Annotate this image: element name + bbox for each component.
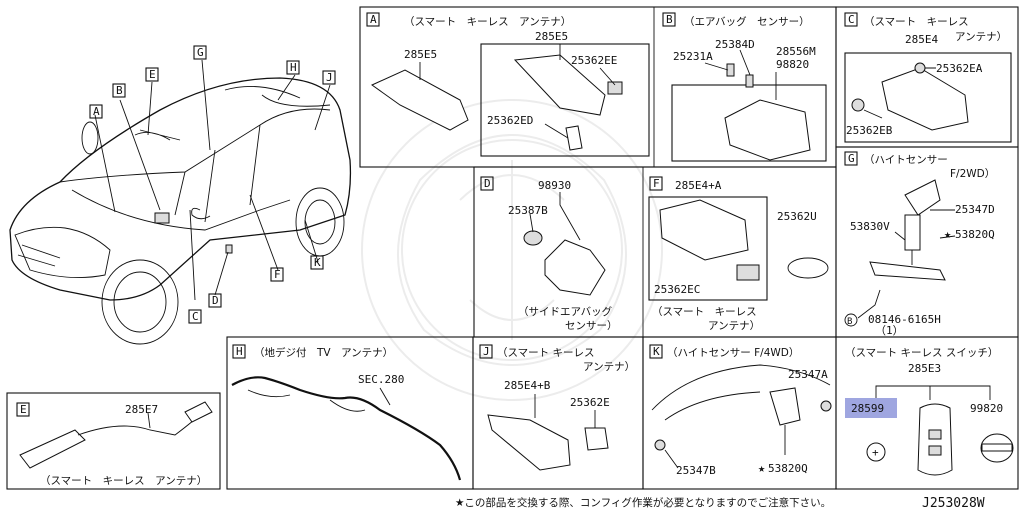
part-label: （エアバッグ センサー）: [684, 15, 810, 28]
part-label: 285E5: [404, 48, 437, 61]
panel-j: J （スマート キーレス アンテナ） 285E4+B 25362E: [479, 344, 635, 471]
part-label: 28556M: [776, 45, 816, 58]
panel-c: C （スマート キーレス アンテナ） 285E4 25362EA 25362EB: [844, 12, 1012, 143]
part-label: 25347B: [676, 464, 716, 477]
part-label: 285E7: [125, 403, 158, 416]
part-label: （サイドエアバッグ: [518, 305, 613, 318]
part-label: アンテナ）: [583, 361, 635, 373]
part-label: SEC.280: [358, 373, 404, 386]
label-f: F: [274, 268, 281, 281]
part-label: 53820Q: [768, 462, 808, 475]
part-label: （スマート キーレス スイッチ）: [845, 347, 998, 359]
car-overview: [9, 59, 352, 345]
part-label: （スマート キーレス: [864, 16, 969, 28]
part-label: D: [484, 177, 491, 190]
part-label: 25362U: [777, 210, 817, 223]
part-label: 25362EA: [936, 62, 983, 75]
panel-e: E 285E7 （スマート キーレス アンテナ）: [16, 401, 213, 487]
part-label: 25231A: [673, 50, 713, 63]
part-label: 25384D: [715, 38, 755, 51]
part-label: 25362ED: [487, 114, 533, 127]
part-label: 25362E: [570, 396, 610, 409]
label-d: D: [212, 294, 219, 307]
part-label: 25347D: [955, 203, 995, 216]
part-label: （地デジ付 TV アンテナ）: [254, 346, 393, 359]
panel-b: B （エアバッグ センサー） 25384D 25231A 28556M 9882…: [662, 12, 827, 162]
panel-g: G （ハイトセンサー F/2WD） 25347D 53830V 53820Q 0…: [844, 151, 995, 337]
panel-f: F 285E4+A 25362U 25362EC （スマート キーレス アンテナ…: [648, 176, 829, 332]
diagram-id: J253028W: [922, 496, 985, 511]
part-label: F: [653, 177, 660, 190]
part-label: B: [847, 317, 852, 327]
overview-labels: A B E G H J C D F K: [89, 45, 336, 324]
part-label: 28599: [851, 402, 884, 415]
part-label: 285E4+A: [675, 179, 722, 192]
label-g: G: [197, 46, 204, 59]
label-c: C: [192, 310, 199, 323]
part-label: 25362EB: [846, 124, 893, 137]
part-label: （スマート キーレス: [497, 347, 595, 359]
part-label: アンテナ）: [955, 31, 1007, 43]
footnote: ★この部品を交換する際、コンフィグ作業が必要となりますのでご注意下さい。: [455, 496, 831, 509]
panel-a: A （スマート キーレス アンテナ） 285E5 285E5 25362EE 2…: [366, 12, 650, 157]
part-label: 285E5: [535, 30, 568, 43]
part-label: （ハイトセンサー: [864, 154, 948, 166]
part-label: 98930: [538, 179, 571, 192]
label-b: B: [116, 84, 123, 97]
panel-d: D 98930 25387B （サイドエアバッグ センサー）: [480, 176, 618, 332]
part-label: （ハイトセンサー F/4WD）: [667, 347, 799, 359]
part-label: H: [236, 345, 243, 358]
part-label: 25362EC: [654, 283, 700, 296]
part-28599-highlight: [845, 398, 897, 418]
part-label: E: [20, 403, 27, 416]
part-label: 53830V: [850, 220, 890, 233]
part-label: 25387B: [508, 204, 548, 217]
part-label: 53820Q: [955, 228, 995, 241]
part-label: A: [370, 13, 377, 26]
label-k: K: [314, 256, 321, 269]
watermark: [361, 99, 663, 401]
label-e: E: [149, 68, 156, 81]
part-label: B: [666, 13, 673, 26]
part-label: 285E4: [905, 33, 938, 46]
part-label: （1）: [875, 324, 904, 337]
part-label: センサー）: [565, 320, 618, 332]
part-label: K: [653, 345, 660, 358]
part-label: （スマート キーレス: [652, 306, 757, 318]
panel-h: H （地デジ付 TV アンテナ） SEC.280: [231, 344, 462, 481]
part-label: 98820: [776, 58, 809, 71]
part-label: 25362EE: [571, 54, 617, 67]
part-label: C: [848, 13, 855, 26]
part-label: F/2WD）: [950, 168, 995, 180]
label-j: J: [326, 71, 333, 84]
part-label: +: [872, 446, 879, 459]
panel-frames: [6, 6, 1019, 490]
part-label: 08146-6165H: [868, 313, 941, 326]
part-label: 285E4+B: [504, 379, 551, 392]
part-label: J: [483, 345, 490, 358]
part-label: G: [848, 152, 855, 165]
part-label: （スマート キーレス アンテナ）: [40, 475, 207, 487]
panel-k: K （ハイトセンサー F/4WD） 25347A 25347B 53820Q ★: [649, 344, 832, 477]
part-label: ★: [758, 461, 765, 475]
part-label: アンテナ）: [708, 320, 760, 332]
panel-keyless-switch: （スマート キーレス スイッチ） 285E3 28599 99820 +: [845, 347, 1014, 476]
part-label: ★: [944, 227, 951, 241]
label-h: H: [290, 61, 297, 74]
part-label: （スマート キーレス アンテナ）: [404, 16, 571, 28]
part-label: 285E3: [908, 362, 941, 375]
label-a: A: [93, 105, 100, 118]
part-label: 99820: [970, 402, 1003, 415]
